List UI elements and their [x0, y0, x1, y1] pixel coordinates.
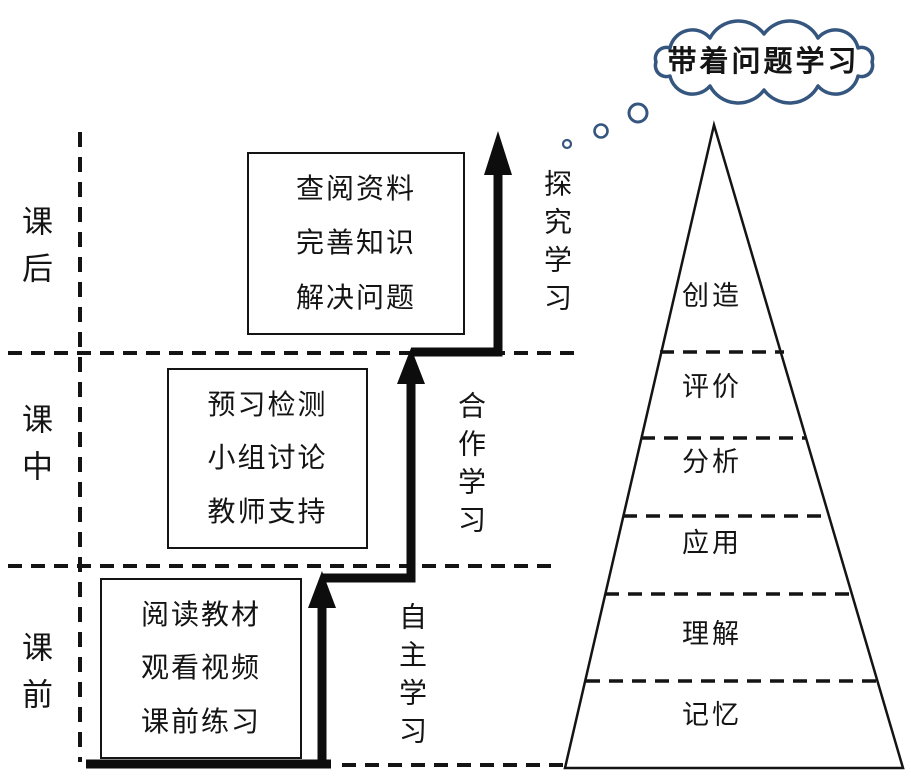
activity-line: 教师支持	[207, 495, 328, 529]
mode-label-self-directed-learning: 自主学习	[395, 602, 428, 754]
pyramid-level-evaluate: 评价	[682, 372, 742, 403]
cloud-text: 带着问题学习	[667, 44, 860, 78]
step-arrow-2-head-icon	[397, 348, 425, 384]
activity-line: 阅读教材	[140, 597, 261, 631]
activity-line: 解决问题	[295, 280, 416, 314]
cloud-outline	[653, 19, 875, 105]
taxonomy-pyramid	[563, 120, 905, 770]
activity-line: 查阅资料	[295, 172, 416, 206]
staircase-arrows	[86, 131, 512, 769]
pyramid-level-create: 创造	[682, 281, 742, 312]
thought-bubble-dot-1	[627, 102, 649, 124]
activity-line: 完善知识	[295, 226, 416, 260]
thought-cloud	[561, 19, 875, 150]
stage-label-after-class: 课后	[16, 205, 52, 299]
pyramid-level-analyze: 分析	[682, 447, 742, 478]
stage-label-before-class: 课前	[16, 631, 52, 725]
pyramid-level-understand: 理解	[682, 619, 742, 650]
activity-box-before-class: 阅读教材 观看视频 课前练习	[100, 578, 302, 759]
mode-label-cooperative-learning: 合作学习	[454, 391, 487, 543]
stage-grid	[8, 132, 579, 767]
step-arrow-2-shaft	[322, 368, 416, 583]
step-arrow-3-shaft	[411, 172, 503, 357]
stage-label-in-class: 课中	[16, 403, 52, 497]
pyramid-level-remember: 记忆	[682, 700, 742, 731]
mode-label-inquiry-learning: 探究学习	[540, 169, 573, 321]
pyramid-outline	[563, 120, 905, 770]
thought-bubble-dot-2	[593, 123, 609, 139]
step-arrow-3-head-icon	[484, 131, 512, 175]
pyramid-level-apply: 应用	[682, 528, 742, 559]
activity-line: 课前练习	[140, 705, 261, 739]
thought-bubble-dot-3	[561, 138, 573, 150]
activity-line: 预习检测	[207, 387, 328, 421]
activity-line: 观看视频	[140, 651, 261, 685]
step-arrow-1-head-icon	[308, 571, 336, 608]
activity-line: 小组讨论	[207, 441, 328, 475]
activity-box-in-class: 预习检测 小组讨论 教师支持	[167, 368, 368, 549]
activity-box-after-class: 查阅资料 完善知识 解决问题	[247, 152, 465, 335]
